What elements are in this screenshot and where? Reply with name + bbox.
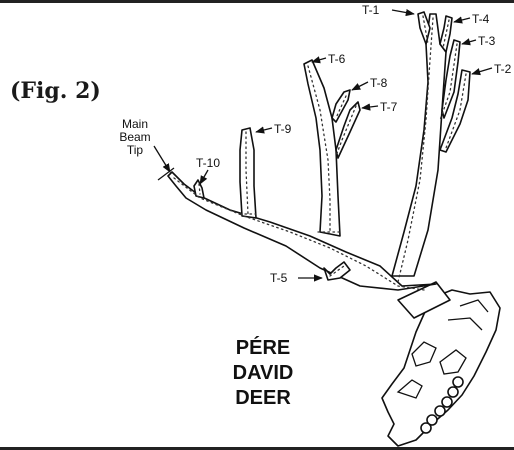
tine-label-t5: T-5: [270, 271, 287, 285]
species-title-line-1: PÉRE: [218, 336, 308, 361]
main-beam-tip-label: Main Beam Tip: [100, 118, 170, 157]
tine-t6-base: [304, 60, 340, 236]
species-title-line-2: DAVID: [218, 361, 308, 386]
figure-label: (Fig. 2): [10, 78, 101, 104]
tine-t9: [240, 128, 256, 218]
tine-label-t2: T-2: [494, 62, 511, 76]
species-title-line-3: DEER: [218, 386, 308, 411]
tine-label-t8: T-8: [370, 76, 387, 90]
upper-beam: [392, 14, 446, 276]
tine-label-t1: T-1: [362, 3, 379, 17]
tine-t4: [440, 16, 452, 52]
tine-label-t9: T-9: [274, 122, 291, 136]
skull: [382, 290, 500, 446]
tine-label-t4: T-4: [472, 12, 489, 26]
beam-label-line-3: Tip: [100, 144, 170, 157]
tine-label-t3: T-3: [478, 34, 495, 48]
tine-label-t7: T-7: [380, 100, 397, 114]
species-title: PÉRE DAVID DEER: [218, 336, 308, 411]
tine-label-t6: T-6: [328, 52, 345, 66]
tine-label-t10: T-10: [196, 156, 220, 170]
